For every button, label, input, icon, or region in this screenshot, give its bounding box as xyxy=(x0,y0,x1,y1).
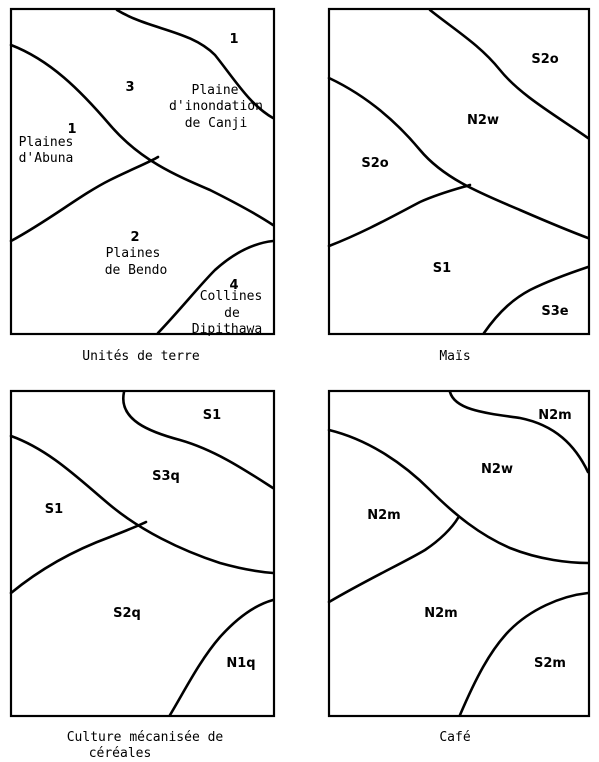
map-frame xyxy=(9,7,276,336)
boundary-line xyxy=(327,76,590,240)
boundary-line xyxy=(428,8,590,140)
unit-name: Plaine xyxy=(192,83,239,98)
boundary-line xyxy=(115,8,275,120)
boundary-line xyxy=(9,155,160,243)
map-caption: Culture mécanisée de xyxy=(67,730,224,745)
unit-name: Dipithawa xyxy=(192,322,262,337)
unit-number: 1 xyxy=(67,122,76,137)
suitability-class: S3q xyxy=(152,469,180,484)
map-caption: Unités de terre xyxy=(82,349,200,364)
suitability-class: S2q xyxy=(113,606,141,621)
boundary-line xyxy=(458,591,590,717)
map-mais: S2o N2w S2o S1 S3e Maïs xyxy=(327,7,591,364)
unit-number: 4 xyxy=(229,278,238,293)
suitability-class: N2w xyxy=(481,462,513,477)
suitability-class: N2w xyxy=(467,113,499,128)
unit-name: d'Abuna xyxy=(19,151,74,166)
suitability-class: S1 xyxy=(203,408,221,423)
suitability-class: S2o xyxy=(361,156,388,171)
unit-name: Plaines xyxy=(106,246,161,261)
unit-number: 2 xyxy=(130,230,139,245)
map-caption: Café xyxy=(439,730,470,745)
suitability-class: N2m xyxy=(424,606,457,621)
boundary-line xyxy=(9,43,275,227)
suitability-class: N2m xyxy=(538,408,571,423)
boundary-line xyxy=(122,390,275,490)
suitability-class: S1 xyxy=(433,261,451,276)
map-cereales: S1 S3q S1 S2q N1q Culture mécanisée de c… xyxy=(9,389,276,761)
boundary-line xyxy=(482,265,590,335)
boundary-line xyxy=(156,239,275,335)
map-frame xyxy=(327,389,591,718)
boundary-line xyxy=(168,598,275,717)
map-caption: céréales xyxy=(89,746,152,761)
map-caption: Maïs xyxy=(439,349,470,364)
boundary-line xyxy=(9,434,275,575)
suitability-class: S2o xyxy=(531,52,558,67)
unit-number: 1 xyxy=(229,32,238,47)
map-frame xyxy=(9,389,276,718)
boundary-line xyxy=(327,428,590,565)
boundary-line xyxy=(327,183,472,248)
suitability-class: N1q xyxy=(226,656,255,671)
unit-name: de xyxy=(224,306,240,321)
suitability-class: S1 xyxy=(45,502,63,517)
map-land-units: 1 3 Plaine d'inondation de Canji 1 Plain… xyxy=(9,7,276,364)
suitability-class: S3e xyxy=(541,304,568,319)
map-cafe: N2m N2w N2m N2m S2m Café xyxy=(327,389,591,745)
unit-name: d'inondation xyxy=(169,99,263,114)
unit-name: de Canji xyxy=(185,116,248,131)
boundary-line xyxy=(327,516,460,604)
suitability-class: N2m xyxy=(367,508,400,523)
unit-name: Collines xyxy=(200,289,263,304)
boundary-line xyxy=(9,520,148,595)
map-frame xyxy=(327,7,591,336)
suitability-class: S2m xyxy=(534,656,566,671)
unit-name: Plaines xyxy=(19,135,74,150)
unit-number: 3 xyxy=(125,80,134,95)
boundary-line xyxy=(448,390,590,474)
unit-name: de Bendo xyxy=(105,263,168,278)
